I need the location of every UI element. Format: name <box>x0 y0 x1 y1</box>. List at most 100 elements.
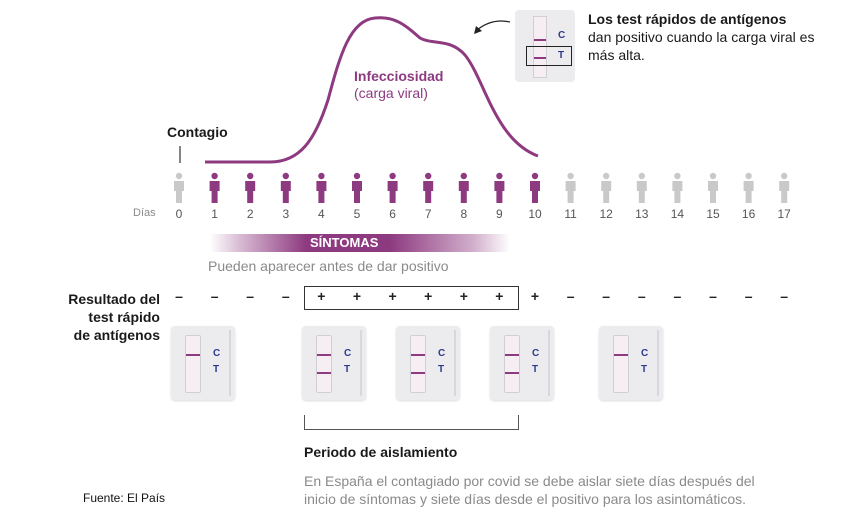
cassette-edge <box>360 330 362 396</box>
sintomas-label: SÍNTOMAS <box>310 235 379 250</box>
test-cassette-negative-early: C T <box>171 326 235 400</box>
result-sign: – <box>637 288 646 304</box>
day-label: 13 <box>635 207 649 221</box>
person-icon <box>387 172 398 203</box>
person-icon <box>601 172 612 203</box>
t-letter: T <box>532 364 539 375</box>
test-window <box>410 335 426 393</box>
cassette-edge <box>657 330 659 396</box>
test-line <box>317 372 331 374</box>
result-sign: – <box>210 288 219 304</box>
cassette-edge <box>548 330 550 396</box>
control-line <box>411 354 425 356</box>
day-label: 8 <box>460 207 468 221</box>
control-line <box>317 354 331 356</box>
test-window <box>533 16 547 78</box>
result-sign: + <box>424 288 433 304</box>
person-icon <box>636 172 647 203</box>
result-sign: + <box>495 288 504 304</box>
person-icon <box>672 172 683 203</box>
isolation-description: En España el contagiado por covid se deb… <box>304 473 755 507</box>
callout-text: Los test rápidos de antígenos dan positi… <box>588 10 818 64</box>
curve-subtitle: (carga viral) <box>354 85 428 101</box>
t-letter: T <box>558 50 565 61</box>
result-sign: + <box>459 288 468 304</box>
person-icon <box>743 172 754 203</box>
day-label: 0 <box>175 207 183 221</box>
test-cassette-positive-2: C T <box>396 326 460 400</box>
cassette-edge <box>454 330 456 396</box>
test-line <box>534 57 546 59</box>
result-sign: – <box>709 288 717 304</box>
person-icon <box>494 172 505 203</box>
result-sign: + <box>317 288 326 304</box>
test-cassette-positive-3: C T <box>490 326 554 400</box>
day-label: 1 <box>211 207 218 221</box>
person-icon <box>316 172 327 203</box>
c-letter: C <box>532 348 540 359</box>
t-letter: T <box>438 364 445 375</box>
result-sign: – <box>673 288 682 304</box>
result-sign: – <box>281 288 290 304</box>
resultado-line2: test rápido <box>88 309 160 325</box>
test-window <box>316 335 332 393</box>
isolation-title: Periodo de aislamiento <box>304 444 458 460</box>
result-sign: – <box>566 288 575 304</box>
day-label: 9 <box>496 207 503 221</box>
day-label: 11 <box>564 207 577 221</box>
control-line <box>186 354 200 356</box>
viral-load-curve <box>205 16 539 164</box>
day-label: 10 <box>528 207 542 221</box>
person-icon <box>708 172 718 203</box>
day-label: 5 <box>353 207 361 221</box>
curve-title: Infecciosidad <box>354 68 444 84</box>
test-cassette-negative-late: C T <box>599 326 663 400</box>
result-sign: – <box>744 288 753 304</box>
c-letter: C <box>438 348 446 359</box>
c-letter: C <box>213 348 221 359</box>
person-icon <box>280 172 291 203</box>
highlight-box <box>526 46 572 66</box>
test-line <box>411 372 425 374</box>
resultado-label: Resultado del test rápido de antígenos <box>62 290 160 344</box>
result-sign: + <box>388 288 397 304</box>
result-sign: – <box>175 288 183 304</box>
test-window <box>185 335 201 393</box>
positive-bracket <box>304 286 519 310</box>
control-line <box>534 39 546 41</box>
person-icon <box>779 172 790 203</box>
callout-body: dan positivo cuando la carga viral es má… <box>588 29 815 63</box>
person-icon <box>245 172 256 203</box>
day-label: 15 <box>706 207 720 221</box>
sintomas-bar <box>210 234 510 252</box>
isolation-bracket <box>304 415 519 430</box>
day-label: 4 <box>318 207 325 221</box>
result-sign: + <box>530 288 540 304</box>
person-icon <box>458 172 469 203</box>
day-label: 17 <box>777 207 791 221</box>
callout-arrow <box>474 20 511 34</box>
control-line <box>614 354 628 356</box>
c-letter: C <box>344 348 352 359</box>
person-icon <box>423 172 434 203</box>
result-sign: + <box>352 288 362 304</box>
days-axis-label: Días <box>133 207 156 219</box>
person-icon <box>209 172 220 203</box>
cassette-edge <box>229 330 231 396</box>
person-icon <box>352 172 362 203</box>
t-letter: T <box>213 364 220 375</box>
resultado-line3: de antígenos <box>73 327 160 343</box>
t-letter: T <box>641 364 648 375</box>
day-label: 6 <box>389 207 396 221</box>
day-label: 2 <box>246 207 254 221</box>
result-sign: – <box>246 288 255 304</box>
c-letter: C <box>558 30 566 41</box>
day-label: 12 <box>599 207 613 221</box>
viral-load-line <box>205 16 539 164</box>
day-label: 3 <box>282 207 290 221</box>
t-letter: T <box>344 364 351 375</box>
control-line <box>505 354 519 356</box>
test-cassette-positive-1: C T <box>302 326 366 400</box>
contagio-label: Contagio <box>167 124 228 140</box>
curve-label: Infecciosidad (carga viral) <box>354 68 443 102</box>
